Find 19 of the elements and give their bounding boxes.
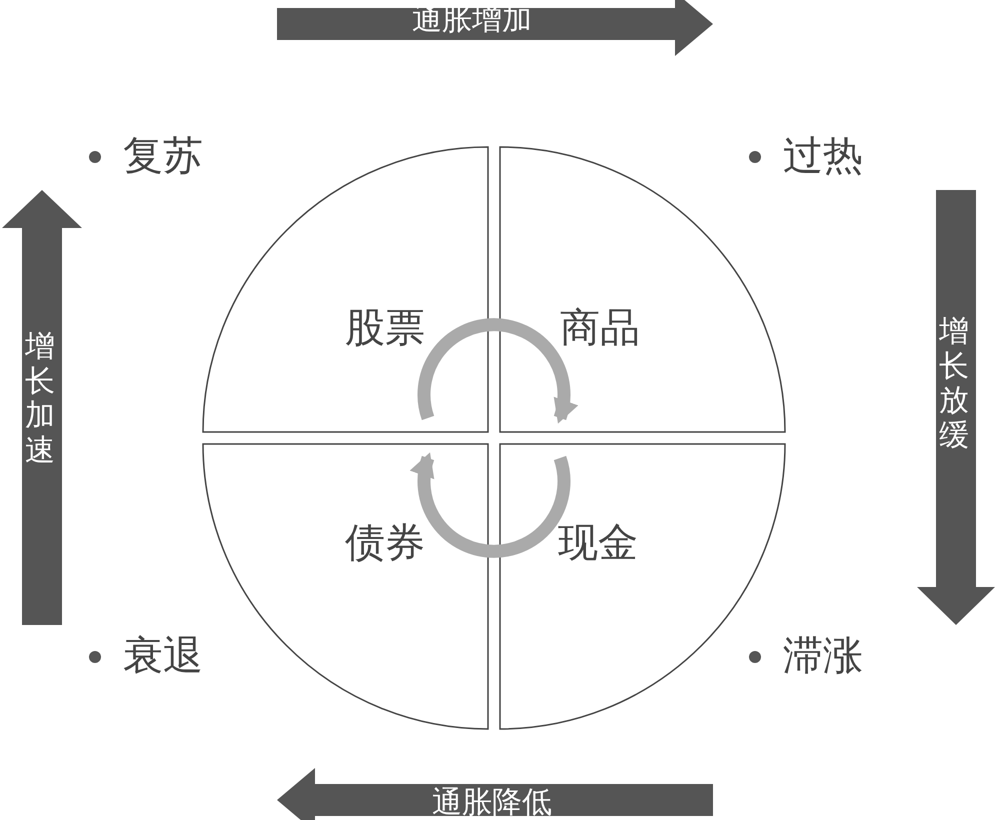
phase-label: 衰退 <box>123 636 203 676</box>
quadrant-label: 现金 <box>558 523 638 563</box>
phase-label: 滞涨 <box>783 636 863 676</box>
phase-label: 过热 <box>783 136 863 176</box>
arrow-label: 增长加速 <box>25 330 55 468</box>
quadrant-shape <box>203 147 488 432</box>
quadrant-shape <box>500 147 785 432</box>
quadrant-shape <box>500 444 785 729</box>
quadrant-label: 商品 <box>560 308 640 348</box>
block-arrow <box>277 0 713 56</box>
block-arrow <box>917 190 995 625</box>
quadrant-label: 股票 <box>345 308 425 348</box>
block-arrow <box>2 190 82 625</box>
arrow-label: 增长放缓 <box>939 315 969 453</box>
arrow-label: 通胀降低 <box>432 788 552 818</box>
quadrant-label: 债券 <box>345 523 425 563</box>
quadrant-shape <box>203 444 488 729</box>
block-arrow <box>277 768 713 820</box>
phase-label: 复苏 <box>123 136 203 176</box>
